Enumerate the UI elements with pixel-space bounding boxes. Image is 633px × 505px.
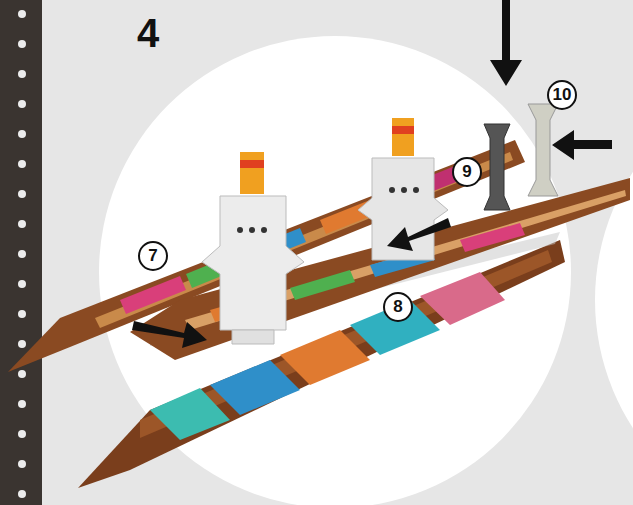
light-piece — [528, 104, 558, 196]
border-dots — [18, 10, 26, 498]
ship-tower — [202, 152, 304, 344]
step-number: 4 — [128, 10, 168, 56]
callout-number: 8 — [383, 292, 413, 322]
dark-piece — [484, 124, 510, 210]
callout-number: 9 — [452, 157, 482, 187]
direction-arrow — [132, 0, 612, 348]
border-strip — [0, 0, 42, 505]
callout-number: 10 — [547, 80, 577, 110]
callout-number: 7 — [138, 241, 168, 271]
backdrop-circle — [595, 65, 633, 505]
